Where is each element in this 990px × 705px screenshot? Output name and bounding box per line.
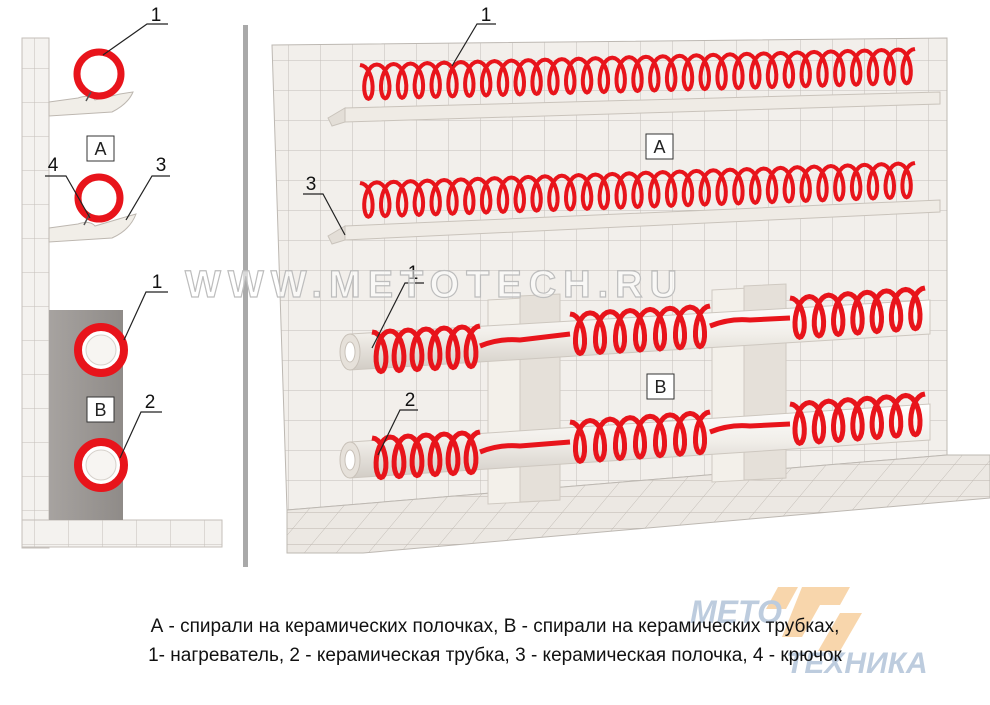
heater-coil-section-lower [74, 173, 124, 223]
label-1-top-right: 1 [481, 5, 492, 26]
leader-1-mid-left [123, 291, 168, 341]
left-section-view: A 1 4 3 B 1 2 [21, 5, 223, 549]
label-1-tube-right: 1 [408, 263, 419, 284]
ceramic-shelf-middle [327, 199, 941, 245]
leader-1-top-left [102, 23, 168, 56]
label-a-left: A [94, 139, 106, 159]
label-1-top-left: 1 [151, 5, 162, 26]
label-box-b-left [86, 396, 115, 423]
label-2-left: 2 [145, 392, 156, 413]
hook-top [85, 91, 92, 102]
leader-1-tube-right [371, 282, 424, 349]
left-floor-tiles [21, 519, 223, 548]
right-perspective-view: A B 1 3 1 2 [271, 5, 990, 554]
leader-1-top-right [451, 23, 496, 67]
hook-lower [83, 212, 91, 226]
ceramic-shelf-top [48, 91, 134, 117]
label-box-a-left [86, 135, 115, 162]
heater-coil-on-upper-tube [371, 285, 926, 375]
leader-3-left [125, 175, 170, 221]
leader-4 [45, 175, 91, 219]
label-2-right: 2 [405, 390, 416, 411]
label-b-left: B [94, 400, 106, 420]
ceramic-tube-section-top [85, 334, 117, 366]
label-4: 4 [48, 155, 59, 176]
leader-2-left [119, 411, 162, 459]
leader-2-right [377, 409, 418, 456]
logo-text-bottom: ТЕХНИКА [786, 647, 928, 680]
label-b-right: B [654, 377, 666, 397]
heater-coil-middle [359, 161, 916, 219]
ceramic-shelf-upper [327, 91, 941, 127]
label-1-mid-left: 1 [152, 272, 163, 293]
label-3-left: 3 [156, 155, 167, 176]
tiled-floor [286, 454, 990, 554]
watermark-text: WWW.METOTECH.RU [185, 264, 684, 306]
label-box-a-right [645, 133, 674, 160]
metotechnika-logo: МЕТО ТЕХНИКА [690, 587, 928, 680]
ceramic-tube-section-bottom [85, 449, 117, 481]
heater-coil-section-top [73, 48, 125, 100]
heater-coil-on-lower-tube [371, 391, 926, 481]
caption-line-2: 1- нагреватель, 2 - керамическая трубка,… [148, 645, 842, 666]
caption-line-1: А - спирали на керамических полочках, В … [150, 616, 840, 637]
label-box-b-right [646, 373, 675, 400]
figure-caption: А - спирали на керамических полочках, В … [0, 612, 990, 670]
label-3-right: 3 [306, 174, 317, 195]
panel-divider [243, 25, 248, 567]
heater-coil-upper [359, 47, 916, 101]
logo-text-top: МЕТО [690, 594, 782, 630]
label-a-right: A [653, 137, 665, 157]
leader-3-right [303, 193, 346, 236]
left-wall-tiles [21, 37, 50, 549]
